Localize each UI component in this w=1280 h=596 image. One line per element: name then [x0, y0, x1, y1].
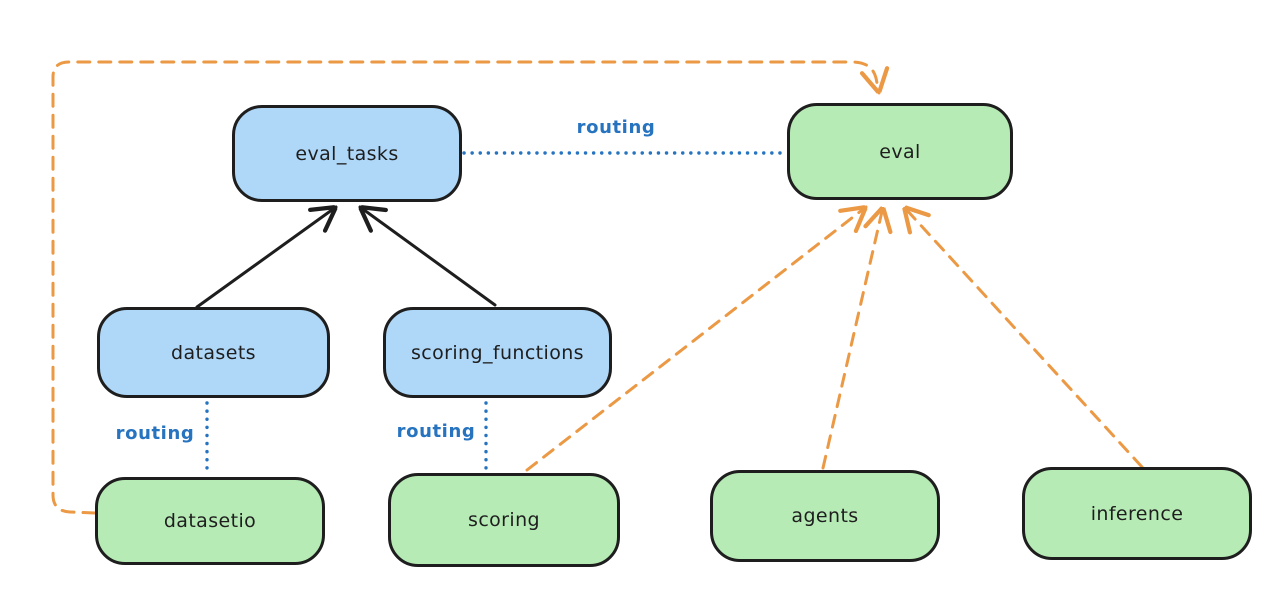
- node-inference-label: inference: [1090, 502, 1184, 525]
- node-scoring-functions: scoring_functions: [383, 307, 612, 398]
- node-datasets-label: datasets: [171, 341, 256, 364]
- node-datasetio-label: datasetio: [163, 510, 257, 532]
- edge-label-routing-eval-tasks-eval: routing: [576, 117, 656, 138]
- edge-scoring-to-eval: [525, 207, 866, 472]
- node-datasetio: datasetio: [95, 477, 325, 565]
- node-scoring-label: scoring: [468, 509, 540, 531]
- node-eval-tasks-label: eval_tasks: [295, 142, 399, 165]
- edge-scoring-functions-to-eval-tasks: [360, 207, 497, 307]
- node-eval-label: eval: [879, 140, 921, 163]
- edge-label-routing-scoring-functions-scoring: routing: [396, 421, 476, 442]
- node-inference: inference: [1022, 467, 1252, 560]
- node-eval-tasks: eval_tasks: [232, 105, 462, 202]
- edge-label-routing-datasets-datasetio: routing: [115, 423, 195, 444]
- edge-datasetio-to-eval: [51, 60, 879, 515]
- edge-datasets-to-eval-tasks: [195, 207, 336, 309]
- node-agents-label: agents: [791, 505, 859, 527]
- node-scoring: scoring: [388, 473, 620, 567]
- node-eval: eval: [787, 103, 1013, 200]
- edge-agents-to-eval: [821, 207, 883, 470]
- node-scoring-functions-label: scoring_functions: [411, 341, 584, 364]
- node-agents: agents: [710, 470, 940, 562]
- edge-inference-to-eval: [904, 207, 1144, 469]
- node-datasets: datasets: [97, 307, 330, 398]
